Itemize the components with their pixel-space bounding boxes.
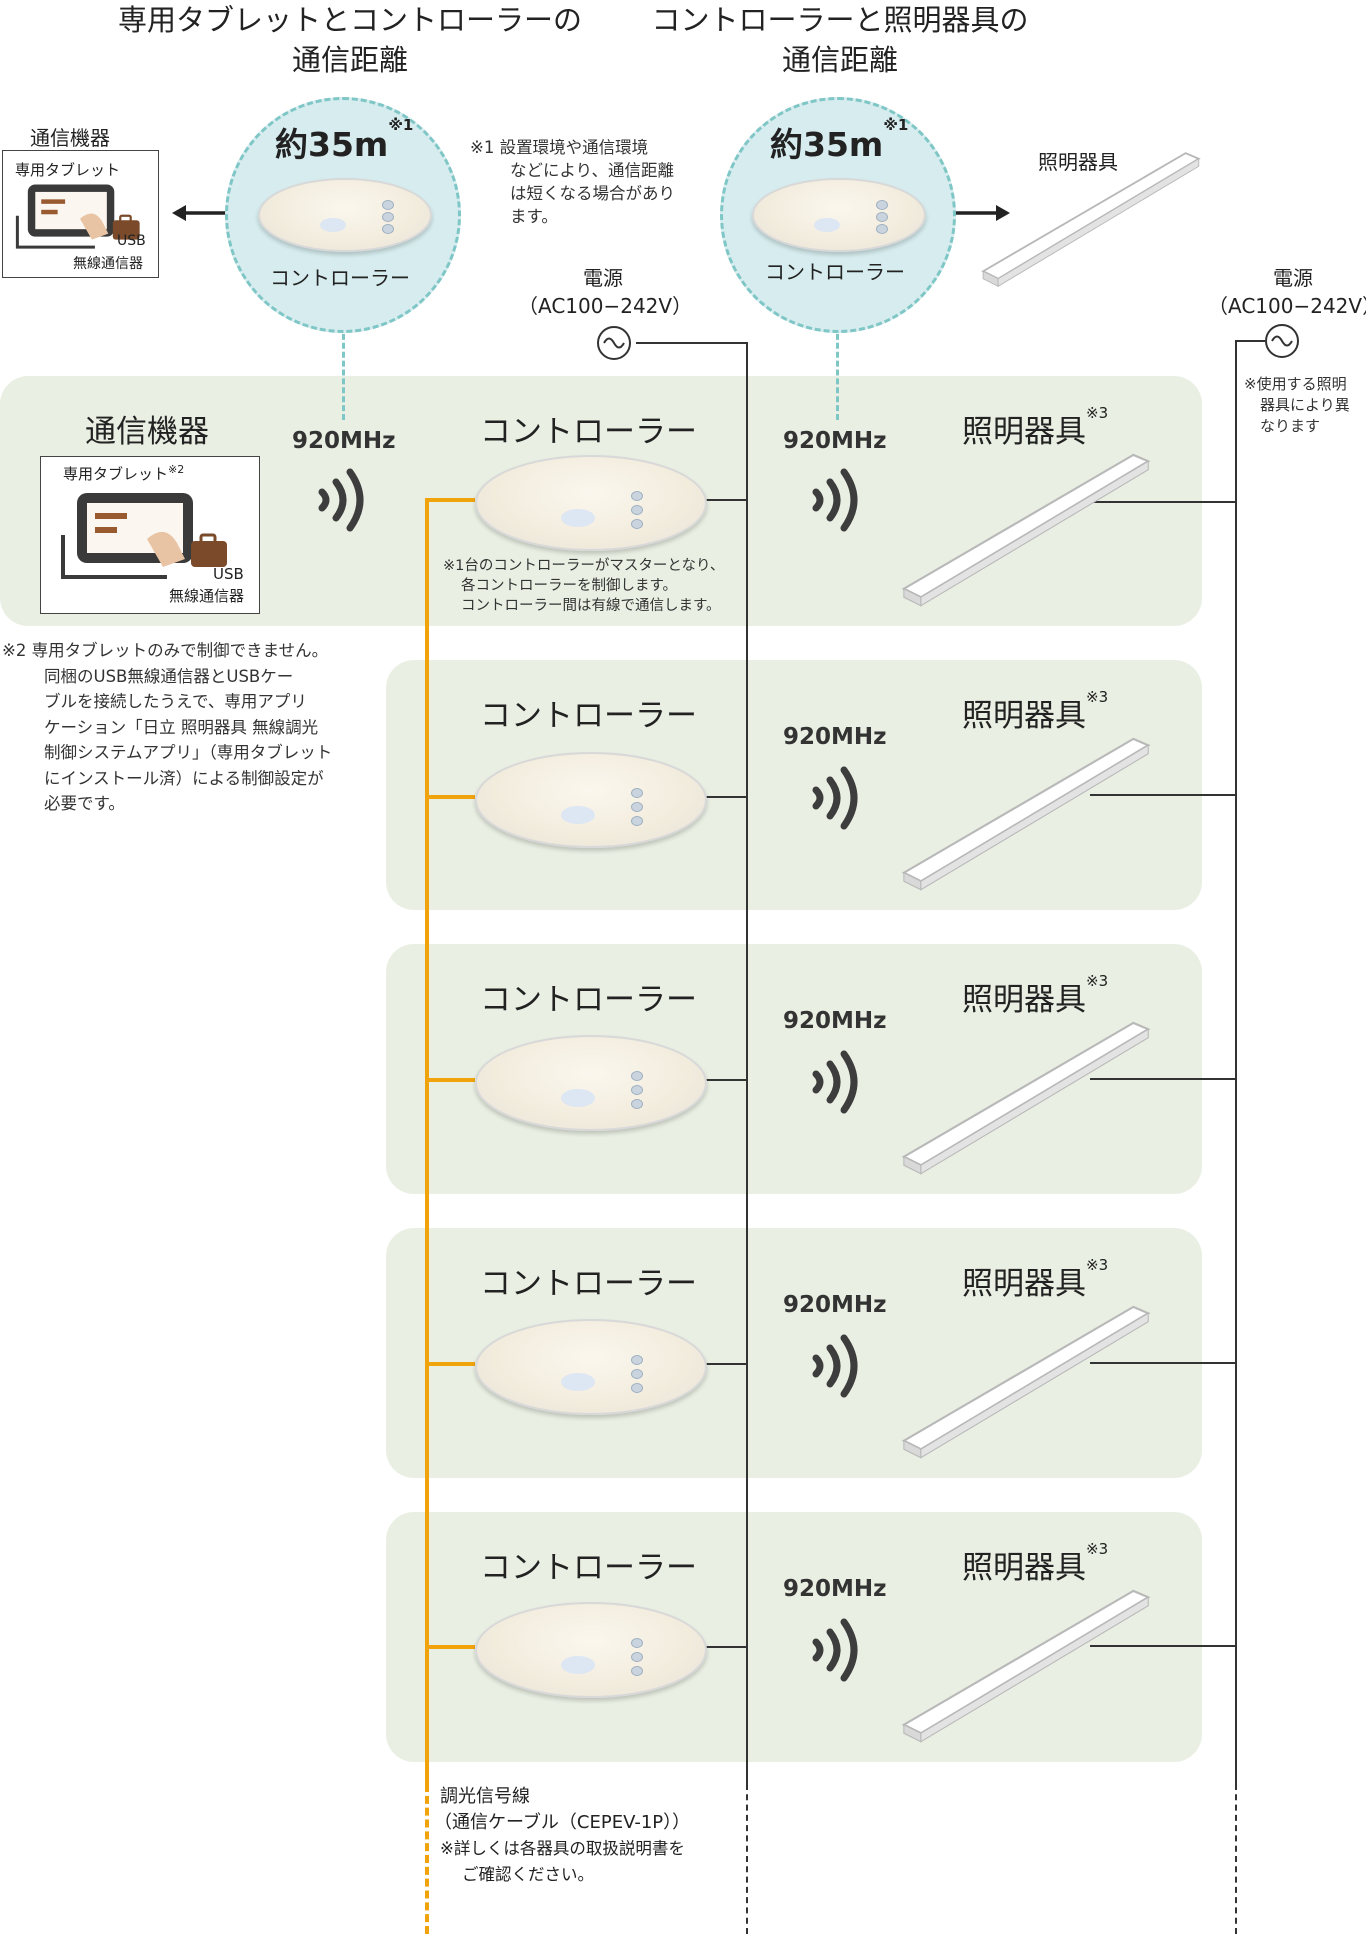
top-fixture-label: 照明器具 [1038, 150, 1118, 174]
ac-source-icon-controller [597, 326, 631, 360]
row2-wave-icon [810, 758, 870, 838]
note-1: ※1 設置環境や通信環境 などにより、通信距離 は短くなる場合があり ます。 [470, 138, 675, 226]
row1-usb-label: USB [213, 565, 244, 583]
controller-power-line [636, 342, 748, 344]
power-spec-fixture: （AC100−242V） [1208, 294, 1366, 318]
controller-power-dashed [746, 1784, 748, 1934]
power-spec-controller: （AC100−242V） [518, 294, 693, 318]
row5-fixture-tube [880, 1576, 1170, 1746]
ac-source-icon-fixture [1265, 324, 1299, 358]
row4-mhz: 920MHz [783, 1292, 887, 1318]
row3-controller-title: コントローラー [480, 982, 697, 1018]
top-device-title: 通信機器 [30, 126, 110, 150]
controller-power-vertical [746, 342, 748, 1784]
signal-line-caption: 調光信号線 （通信ケーブル（CEPEV-1P）） ※詳しくは各器具の取扱説明書を… [434, 1784, 690, 1888]
range-distance-left: 約35m※1 [275, 116, 414, 164]
signal-branch-2 [425, 795, 475, 799]
row1-tablet-label: 専用タブレット※2 [63, 463, 185, 483]
row1-device-mhz: 920MHz [292, 428, 396, 454]
row1-mhz: 920MHz [783, 428, 887, 454]
controller-top-left [258, 178, 432, 252]
top-fixture-tube [965, 140, 1215, 290]
controller-top-right [752, 178, 926, 252]
row2-controller-title: コントローラー [480, 698, 697, 734]
power-note: ※使用する照明 器具により異 なります [1244, 375, 1350, 435]
row1-device-box: 専用タブレット※2 USB 無線通信器 [40, 456, 260, 614]
note-2: ※2 専用タブレットのみで制御できません。 同梱のUSB無線通信器とUSBケー … [2, 641, 333, 813]
row2-fixture-tube [880, 724, 1170, 894]
power-label-fixture: 電源 [1273, 266, 1313, 290]
row1-device-title: 通信機器 [85, 414, 209, 450]
fixture-power-tap-5 [1090, 1645, 1236, 1647]
controller-power-tap-1 [702, 499, 748, 501]
row3-wave-icon [810, 1042, 870, 1122]
signal-line-cable: （通信ケーブル（CEPEV-1P）） [434, 1812, 691, 1833]
row3-fixture-tube [880, 1008, 1170, 1178]
row3-fixture-title: 照明器具※3 [962, 972, 1109, 1018]
range-controller-label-right: コントローラー [765, 260, 905, 284]
range-connector-left [342, 325, 345, 420]
left-range-title: 専用タブレットとコントローラーの 通信距離 [117, 3, 582, 77]
top-usb-device-label: 無線通信器 [73, 256, 143, 272]
row4-wave-icon [810, 1326, 870, 1406]
top-device-box: 専用タブレット USB 無線通信器 [2, 150, 159, 278]
row5-controller [475, 1602, 707, 1698]
signal-line-dashed [425, 1784, 429, 1934]
fixture-power-tap-4 [1090, 1362, 1236, 1364]
row3-mhz: 920MHz [783, 1008, 887, 1034]
controller-power-tap-4 [702, 1363, 748, 1365]
row1-usb-device-label: 無線通信器 [169, 587, 245, 605]
row1-wave-icon [810, 460, 870, 540]
range-distance-right: 約35m※1 [770, 116, 909, 164]
fixture-power-dashed [1235, 1784, 1237, 1934]
row5-mhz: 920MHz [783, 1576, 887, 1602]
range-connector-right [836, 325, 839, 420]
row4-fixture-tube [880, 1292, 1170, 1462]
fixture-power-tap-3 [1090, 1078, 1236, 1080]
signal-branch-5 [425, 1645, 475, 1649]
controller-power-tap-5 [702, 1646, 748, 1648]
row5-wave-icon [810, 1610, 870, 1690]
row5-fixture-title: 照明器具※3 [962, 1540, 1109, 1586]
top-tablet-label: 専用タブレット [15, 161, 121, 179]
signal-branch-4 [425, 1362, 475, 1366]
row2-fixture-title: 照明器具※3 [962, 688, 1109, 734]
signal-line-title: 調光信号線 [440, 1786, 530, 1807]
signal-line-vertical [425, 498, 429, 1784]
row1-device-wave-icon [316, 460, 376, 540]
row4-fixture-title: 照明器具※3 [962, 1256, 1109, 1302]
row5-controller-title: コントローラー [480, 1550, 697, 1586]
fixture-power-tap-1 [1090, 501, 1236, 503]
row1-fixture-title: 照明器具※3 [962, 404, 1109, 450]
signal-branch-1 [425, 498, 475, 502]
row2-mhz: 920MHz [783, 724, 887, 750]
row3-controller [475, 1035, 707, 1131]
row1-fixture-tube [880, 440, 1170, 610]
row1-controller-title: コントローラー [480, 414, 697, 450]
power-label-controller: 電源 [583, 266, 623, 290]
signal-branch-3 [425, 1078, 475, 1082]
master-note: ※1台のコントローラーがマスターとなり、 各コントローラーを制御します。 コント… [443, 558, 725, 614]
signal-line-note1: ※詳しくは各器具の取扱説明書を [440, 1839, 685, 1858]
top-usb-label: USB [117, 233, 146, 249]
fixture-power-vertical [1235, 340, 1237, 1784]
controller-power-tap-2 [702, 796, 748, 798]
controller-power-tap-3 [702, 1079, 748, 1081]
row4-controller-title: コントローラー [480, 1266, 697, 1302]
row2-controller [475, 752, 707, 848]
signal-line-note2: ご確認ください。 [462, 1865, 594, 1884]
fixture-power-top [1235, 340, 1265, 342]
row4-controller [475, 1319, 707, 1415]
row1-controller [475, 455, 707, 551]
fixture-power-tap-2 [1090, 794, 1236, 796]
right-range-title: コントローラーと照明器具の 通信距離 [651, 3, 1029, 77]
range-controller-label-left: コントローラー [270, 266, 410, 290]
